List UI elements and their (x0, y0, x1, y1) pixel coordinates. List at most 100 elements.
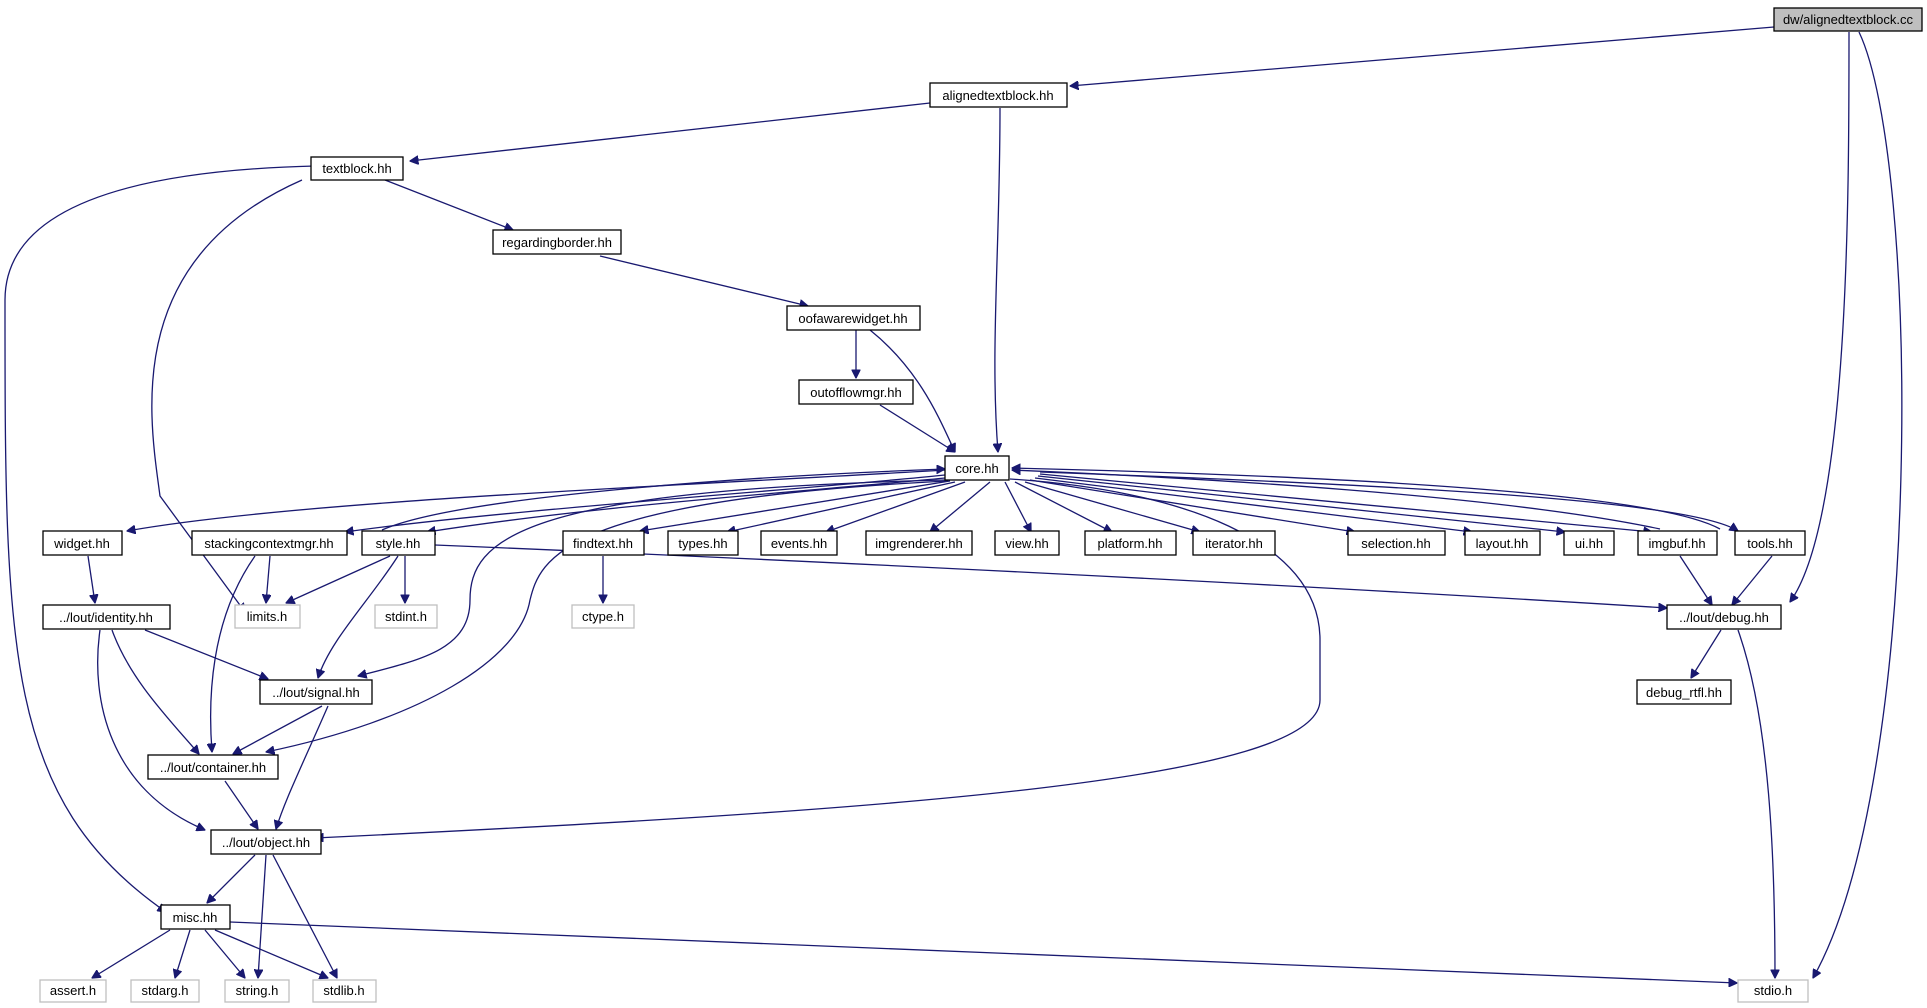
edge-object-string (258, 854, 267, 978)
node-events[interactable]: events.hh (760, 530, 838, 556)
svg-text:platform.hh: platform.hh (1097, 536, 1162, 551)
node-assert[interactable]: assert.h (39, 979, 107, 1003)
edge-signal-object (276, 705, 329, 829)
node-object[interactable]: ../lout/object.hh (210, 829, 322, 855)
edge-core-ui (1037, 475, 1565, 532)
svg-text:../lout/object.hh: ../lout/object.hh (222, 835, 310, 850)
edge-outofflowmgr-core (879, 404, 955, 452)
svg-text:stdint.h: stdint.h (385, 609, 427, 624)
node-view[interactable]: view.hh (994, 530, 1060, 556)
edge-alignedtextblock-textblock (410, 102, 931, 161)
node-debug[interactable]: ../lout/debug.hh (1666, 604, 1782, 630)
node-platform[interactable]: platform.hh (1084, 530, 1177, 556)
node-outofflowmgr[interactable]: outofflowmgr.hh (798, 379, 914, 405)
svg-text:imgrenderer.hh: imgrenderer.hh (875, 536, 962, 551)
svg-text:string.h: string.h (236, 983, 279, 998)
svg-text:events.hh: events.hh (771, 536, 827, 551)
edge-core-layout (1034, 477, 1472, 532)
edge-debug-debug-rtfl (1691, 629, 1722, 678)
edge-regardingborder-oofawarewidget (599, 255, 808, 306)
node-oofawarewidget[interactable]: oofawarewidget.hh (786, 305, 921, 331)
svg-text:widget.hh: widget.hh (53, 536, 110, 551)
edge-container-object (224, 780, 258, 829)
svg-text:view.hh: view.hh (1005, 536, 1048, 551)
edge-textblock-limits (151, 179, 303, 612)
svg-text:imgbuf.hh: imgbuf.hh (1648, 536, 1705, 551)
edge-misc-stdlib (214, 929, 328, 978)
edge-core-object (315, 478, 1321, 838)
node-core[interactable]: core.hh (944, 455, 1010, 481)
svg-text:stdlib.h: stdlib.h (323, 983, 364, 998)
edge-style-core (381, 469, 945, 531)
node-container[interactable]: ../lout/container.hh (147, 754, 279, 780)
svg-text:stackingcontextmgr.hh: stackingcontextmgr.hh (204, 536, 333, 551)
svg-text:misc.hh: misc.hh (173, 910, 218, 925)
svg-text:../lout/container.hh: ../lout/container.hh (160, 760, 266, 775)
node-stackingcontextmgr[interactable]: stackingcontextmgr.hh (191, 530, 348, 556)
node-ctype[interactable]: ctype.h (571, 604, 635, 629)
edge-core-container (266, 480, 949, 752)
edge-signal-container (233, 705, 323, 754)
svg-text:ctype.h: ctype.h (582, 609, 624, 624)
node-layout[interactable]: layout.hh (1464, 530, 1541, 556)
node-misc[interactable]: misc.hh (160, 904, 231, 930)
node-style[interactable]: style.hh (361, 530, 436, 556)
edge-identity-signal (144, 629, 268, 679)
svg-text:stdio.h: stdio.h (1754, 983, 1792, 998)
node-identity[interactable]: ../lout/identity.hh (42, 604, 171, 630)
svg-text:layout.hh: layout.hh (1476, 536, 1529, 551)
node-widget[interactable]: widget.hh (42, 530, 123, 556)
edge-stackingcontextmgr-container (211, 555, 256, 752)
edge-object-stdlib (272, 854, 337, 978)
svg-text:../lout/signal.hh: ../lout/signal.hh (272, 685, 359, 700)
node-findtext[interactable]: findtext.hh (562, 530, 645, 556)
node-signal[interactable]: ../lout/signal.hh (259, 679, 373, 705)
node-tools[interactable]: tools.hh (1734, 530, 1806, 556)
edge-alignedtextblock-core (995, 107, 1000, 452)
node-stdlib[interactable]: stdlib.h (312, 979, 377, 1003)
node-textblock[interactable]: textblock.hh (310, 156, 404, 181)
edge-stackingcontextmgr-limits (266, 555, 270, 603)
node-stdio[interactable]: stdio.h (1737, 979, 1809, 1003)
edge-core-imgbuf (1039, 473, 1652, 532)
node-limits[interactable]: limits.h (234, 604, 301, 629)
edge-widget-identity (87, 555, 95, 603)
node-stdarg[interactable]: stdarg.h (130, 979, 200, 1003)
edge-core-imgrenderer (930, 481, 991, 532)
node-iterator[interactable]: iterator.hh (1192, 530, 1276, 556)
svg-text:dw/alignedtextblock.cc: dw/alignedtextblock.cc (1783, 12, 1914, 27)
node-imgbuf[interactable]: imgbuf.hh (1637, 530, 1718, 556)
edge-misc-string (204, 929, 245, 978)
edge-core-view (1004, 481, 1031, 532)
node-imgrenderer[interactable]: imgrenderer.hh (865, 530, 973, 556)
svg-text:assert.h: assert.h (50, 983, 96, 998)
node-debug-rtfl[interactable]: debug_rtfl.hh (1636, 679, 1732, 705)
edge-core-types (727, 481, 956, 532)
edge-object-misc (207, 854, 256, 903)
svg-text:findtext.hh: findtext.hh (573, 536, 633, 551)
edge-tools-core (1012, 468, 1721, 530)
node-root[interactable]: dw/alignedtextblock.cc (1773, 7, 1923, 32)
edge-identity-object (97, 629, 205, 830)
edge-core-style (427, 477, 946, 532)
edge-core-events (826, 481, 966, 532)
edge-textblock-regardingborder (384, 179, 513, 230)
edge-core-tools (1039, 471, 1738, 531)
edge-textblock-misc (4, 165, 316, 912)
node-ui[interactable]: ui.hh (1563, 530, 1615, 556)
edge-style-limits (286, 555, 391, 603)
node-stdint[interactable]: stdint.h (374, 604, 438, 629)
node-selection[interactable]: selection.hh (1347, 530, 1446, 556)
svg-text:oofawarewidget.hh: oofawarewidget.hh (798, 311, 907, 326)
edge-tools-debug (1732, 555, 1773, 605)
node-alignedtextblock[interactable]: alignedtextblock.hh (929, 82, 1068, 108)
edge-imgbuf-debug (1679, 555, 1712, 605)
edge-core-selection (1029, 479, 1355, 532)
edge-core-findtext (640, 480, 951, 531)
edge-debug-stdio (1737, 629, 1775, 978)
node-regardingborder[interactable]: regardingborder.hh (492, 229, 622, 255)
svg-text:style.hh: style.hh (376, 536, 421, 551)
node-string[interactable]: string.h (224, 979, 290, 1003)
node-types[interactable]: types.hh (667, 530, 739, 556)
